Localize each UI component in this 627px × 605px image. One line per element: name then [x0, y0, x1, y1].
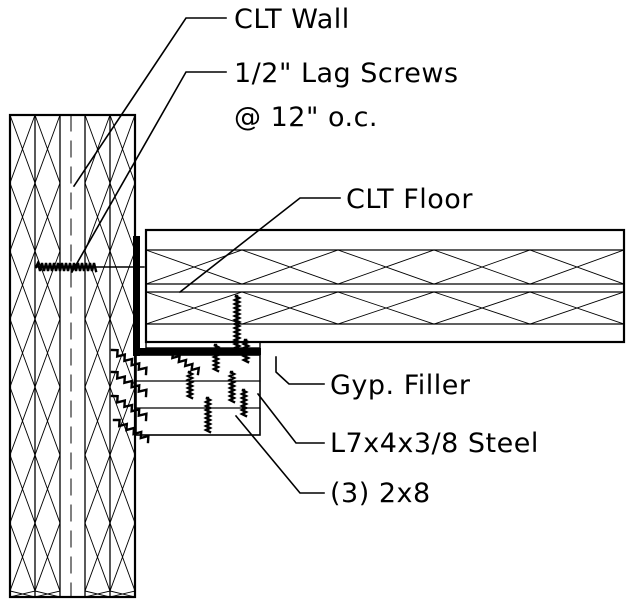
steel-angle-vertical-leg: [133, 236, 140, 356]
clt-floor: [144, 228, 626, 344]
floor-lag-screws: [232, 294, 251, 364]
label-lag-screws: 1/2" Lag Screws: [234, 58, 459, 89]
leader-ledger: [234, 414, 325, 494]
leader-gyp-filler: [275, 356, 325, 385]
gyp-filler: [145, 341, 261, 349]
leader-lines: [70, 17, 341, 494]
label-lag-screws-spacing: @ 12" o.c.: [234, 102, 378, 133]
leader-lag-screws: [70, 71, 227, 274]
label-ledger: (3) 2x8: [330, 478, 431, 509]
wall-hatch: [9, 114, 136, 598]
label-clt-wall: CLT Wall: [234, 4, 350, 35]
floor-hatch: [145, 249, 625, 325]
leader-clt-floor: [178, 197, 341, 294]
ledger-boards: [135, 354, 261, 436]
ledger-outline: [135, 354, 261, 436]
leader-clt-wall: [72, 17, 227, 188]
lag-screw-horizontal: [34, 259, 145, 273]
clt-floor-outline: [144, 228, 626, 344]
diagonal-screws: [110, 348, 201, 444]
clt-wall: [8, 113, 137, 599]
steel-angle-horizontal-leg: [133, 348, 261, 355]
label-clt-floor: CLT Floor: [346, 184, 473, 215]
label-gyp-filler: Gyp. Filler: [330, 370, 471, 401]
steel-angle: [133, 236, 261, 356]
leader-steel-angle: [256, 392, 325, 444]
ledger-screws: [185, 343, 249, 434]
label-steel-angle: L7x4x3/8 Steel: [330, 428, 539, 459]
